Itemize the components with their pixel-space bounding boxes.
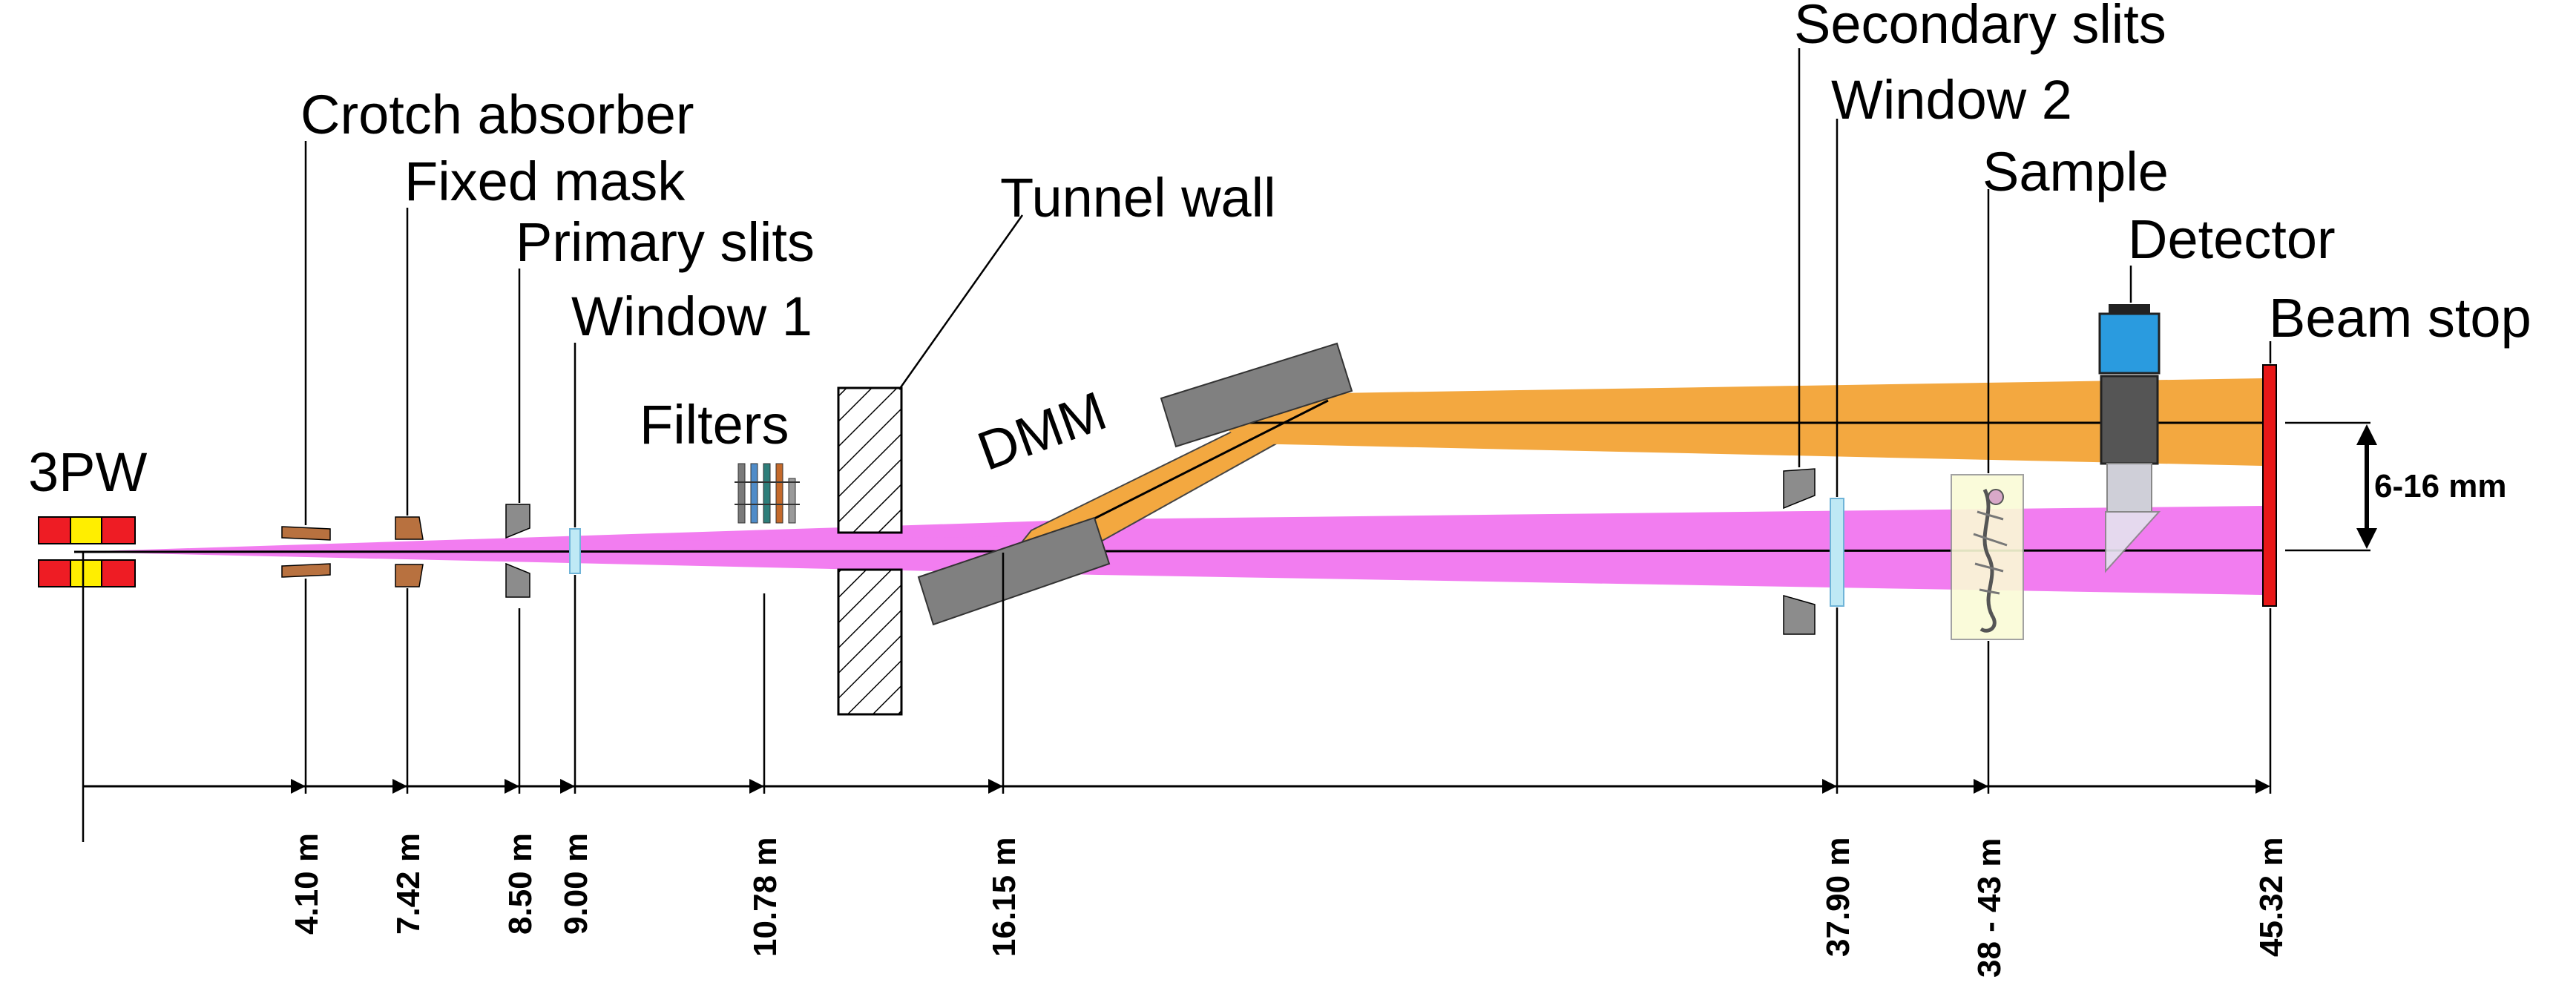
detector bbox=[2098, 304, 2161, 573]
crotch-absorber bbox=[281, 526, 331, 578]
beam-stop bbox=[2262, 364, 2277, 607]
tunnel-wall-label: Tunnel wall bbox=[1000, 167, 1276, 228]
distance-label: 38 - 43 m bbox=[1971, 838, 2008, 978]
distance-axis bbox=[82, 553, 2270, 842]
tunnel-wall-leader bbox=[898, 214, 1024, 390]
distance-label: 8.50 m bbox=[502, 833, 539, 935]
distance-label: 10.78 m bbox=[747, 837, 783, 957]
window-2-label: Window 2 bbox=[1831, 69, 2072, 131]
tunnel-wall bbox=[837, 386, 903, 716]
dmm-label: DMM bbox=[970, 380, 1114, 482]
beam-offset-label: 6-16 mm bbox=[2374, 468, 2507, 504]
window-1-label: Window 1 bbox=[571, 286, 812, 347]
distance-label: 7.42 m bbox=[390, 833, 427, 935]
fixed-mask bbox=[395, 516, 424, 587]
distance-label: 37.90 m bbox=[1820, 837, 1856, 957]
dmm-crystals bbox=[917, 342, 1353, 626]
distance-label: 45.32 m bbox=[2253, 837, 2290, 957]
sample-specimen bbox=[1951, 474, 2024, 640]
beam-offset-indicator bbox=[2285, 421, 2377, 552]
crotch-absorber-label: Crotch absorber bbox=[300, 84, 694, 145]
filters bbox=[735, 463, 800, 524]
fixed-mask-label: Fixed mask bbox=[404, 151, 686, 212]
source-label: 3PW bbox=[28, 441, 148, 503]
distance-label: 16.15 m bbox=[986, 837, 1022, 957]
detector-label: Detector bbox=[2128, 208, 2336, 270]
window-2 bbox=[1830, 498, 1844, 607]
source-magnet bbox=[38, 516, 136, 587]
sample-label: Sample bbox=[1982, 141, 2169, 203]
secondary-slits-label: Secondary slits bbox=[1794, 0, 2166, 55]
filters-label: Filters bbox=[640, 394, 789, 455]
primary-slits-label: Primary slits bbox=[516, 211, 815, 273]
window-1 bbox=[569, 528, 581, 574]
distance-label: 9.00 m bbox=[558, 833, 594, 935]
white-beam-axis bbox=[73, 549, 2264, 553]
beam-stop-label: Beam stop bbox=[2269, 287, 2531, 349]
distance-label: 4.10 m bbox=[289, 833, 325, 935]
primary-slits bbox=[505, 504, 530, 598]
white-beam-core bbox=[74, 536, 1098, 562]
secondary-slits bbox=[1783, 468, 1816, 635]
